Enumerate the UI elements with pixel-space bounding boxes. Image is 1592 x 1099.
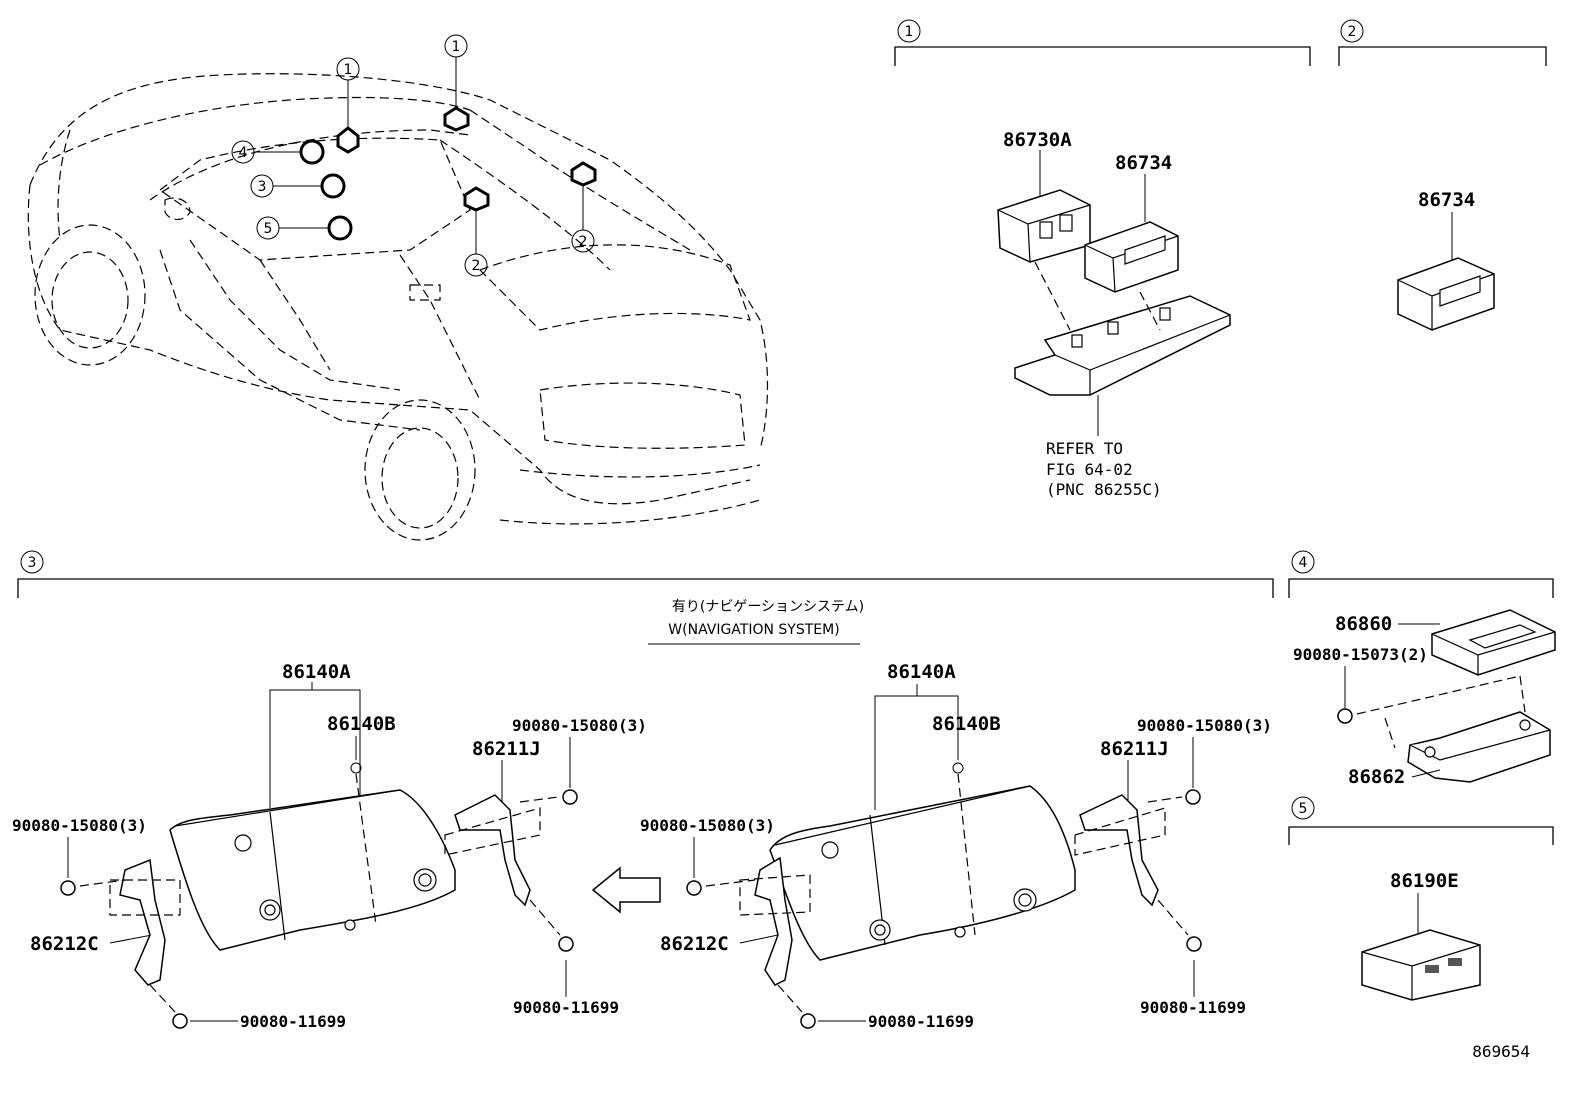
callout-3: 3 xyxy=(250,174,274,198)
svg-text:1: 1 xyxy=(344,62,353,78)
assembly-left: 86140A 86140B 86211J 90080-15080(3) 9008… xyxy=(12,661,647,1031)
part-86734-s1-drawing xyxy=(1084,221,1179,293)
part-86730A: 86730A xyxy=(1003,129,1072,151)
right-86212C: 86212C xyxy=(660,933,729,955)
callout-2b: 2 xyxy=(571,229,595,253)
section-2-number: 2 xyxy=(1348,24,1357,40)
svg-text:4: 4 xyxy=(239,145,248,161)
svg-text:2: 2 xyxy=(472,258,481,274)
right-86140A: 86140A xyxy=(887,661,956,683)
location-markers xyxy=(254,57,597,254)
bracket-drawing xyxy=(1014,295,1231,396)
part-86860: 86860 xyxy=(1335,613,1392,635)
nav-caption-jp: 有り(ナビゲーションシステム) xyxy=(672,599,864,615)
left-90080-15080-left: 90080-15080(3) xyxy=(12,816,147,835)
vehicle-illustration xyxy=(27,73,769,541)
section-1-number: 1 xyxy=(905,24,914,40)
svg-text:3: 3 xyxy=(258,179,267,195)
refer-line-2: FIG 64-02 xyxy=(1046,460,1133,479)
refer-line-1: REFER TO xyxy=(1046,439,1123,458)
part-86860-drawing xyxy=(1431,609,1556,676)
callout-2a: 2 xyxy=(464,253,488,277)
left-90080-11699-right: 90080-11699 xyxy=(513,998,619,1017)
marker-circle-5 xyxy=(327,215,353,241)
left-90080-15080-right: 90080-15080(3) xyxy=(512,716,647,735)
part-86730A-drawing xyxy=(997,189,1091,263)
section-4-number: 4 xyxy=(1299,555,1308,571)
part-86734-s2: 86734 xyxy=(1418,189,1475,211)
marker-hex-2b xyxy=(570,161,597,187)
section-3-number: 3 xyxy=(28,555,37,571)
right-86140B: 86140B xyxy=(932,713,1001,735)
assembly-right: 86140A 86140B 86211J 90080-15080(3) 9008… xyxy=(640,661,1272,1031)
part-86190E-drawing xyxy=(1361,929,1481,1001)
marker-hex-1b xyxy=(443,106,470,132)
left-90080-11699-bottom: 90080-11699 xyxy=(240,1012,346,1031)
section-5-number: 5 xyxy=(1299,801,1308,817)
left-86212C: 86212C xyxy=(30,933,99,955)
part-86734-s2-drawing xyxy=(1397,257,1495,331)
left-86140B: 86140B xyxy=(327,713,396,735)
right-90080-15080-left: 90080-15080(3) xyxy=(640,816,775,835)
car-callouts: 1 1 4 3 5 2 2 xyxy=(231,34,595,277)
section-3: 3 有り(ナビゲーションシステム) W(NAVIGATION SYSTEM) 8… xyxy=(12,550,1274,1031)
figure-id: 869654 xyxy=(1472,1042,1530,1061)
nav-caption-en: W(NAVIGATION SYSTEM) xyxy=(668,622,839,638)
section-2: 2 86734 xyxy=(1338,19,1547,331)
right-90080-15080-right: 90080-15080(3) xyxy=(1137,716,1272,735)
refer-line-3: (PNC 86255C) xyxy=(1046,480,1162,499)
marker-circle-3 xyxy=(320,173,346,199)
part-86862: 86862 xyxy=(1348,766,1405,788)
callout-4: 4 xyxy=(231,140,255,164)
part-86862-drawing xyxy=(1407,711,1551,783)
callout-1b: 1 xyxy=(444,34,468,58)
right-86211J: 86211J xyxy=(1100,738,1169,760)
part-86734-s1: 86734 xyxy=(1115,152,1172,174)
right-90080-11699-right: 90080-11699 xyxy=(1140,998,1246,1017)
marker-hex-1a xyxy=(336,126,360,154)
marker-circle-4 xyxy=(299,139,325,165)
callout-5: 5 xyxy=(256,216,280,240)
part-90080-15073: 90080-15073(2) xyxy=(1293,645,1428,664)
section-5: 5 86190E xyxy=(1288,796,1554,1001)
section-1: 1 86730A 86734 xyxy=(894,19,1311,499)
left-86140A: 86140A xyxy=(282,661,351,683)
svg-text:2: 2 xyxy=(579,234,588,250)
svg-text:5: 5 xyxy=(264,221,273,237)
part-86190E: 86190E xyxy=(1390,870,1459,892)
svg-text:1: 1 xyxy=(452,39,461,55)
left-86211J: 86211J xyxy=(472,738,541,760)
section-4: 4 86860 90080-15073(2) 86862 xyxy=(1288,550,1556,788)
marker-hex-2a xyxy=(463,186,490,212)
right-90080-11699-bottom: 90080-11699 xyxy=(868,1012,974,1031)
callout-1a: 1 xyxy=(336,57,360,81)
direction-arrow xyxy=(591,866,661,914)
